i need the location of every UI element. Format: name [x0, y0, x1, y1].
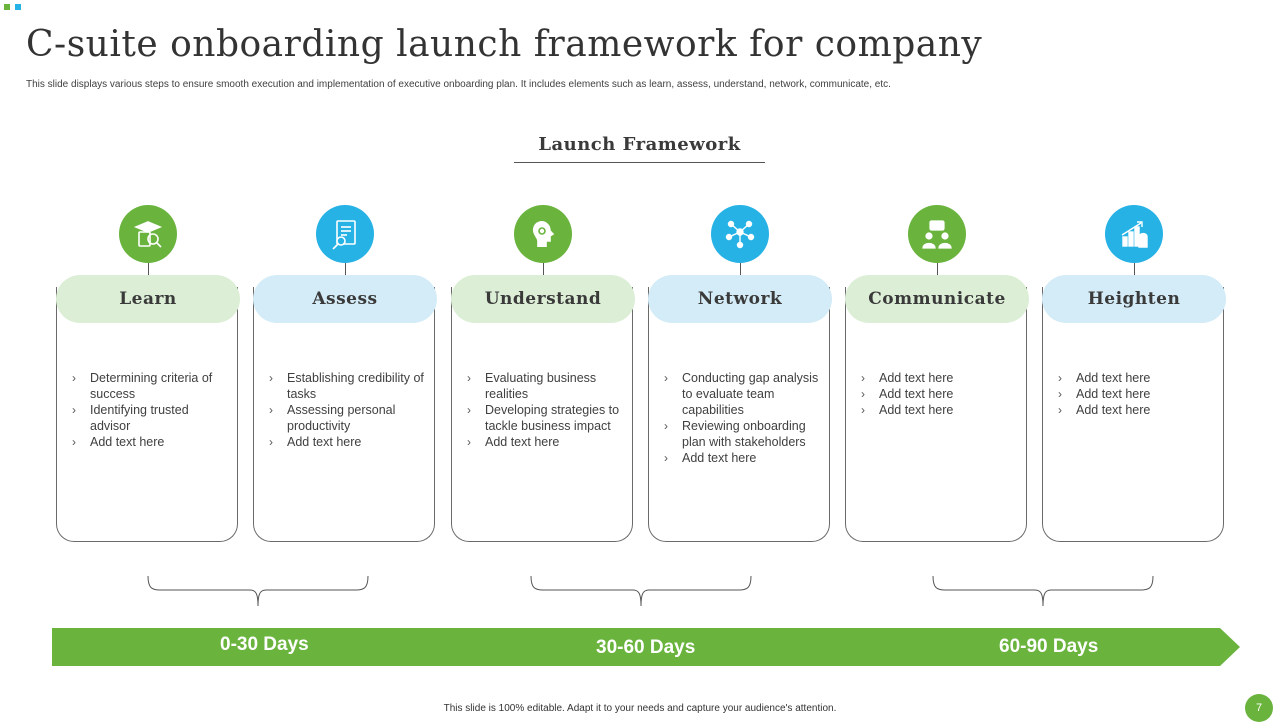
connector-line	[148, 263, 149, 277]
stage-label: Understand	[451, 275, 635, 323]
hand-growth-chart-icon	[1105, 205, 1163, 263]
list-item: Add text here	[861, 402, 1019, 418]
stage-assess: Assess Establishing credibility of tasks…	[253, 205, 437, 543]
stage-card	[56, 287, 238, 542]
stage-bullet-list: Add text here Add text here Add text her…	[861, 370, 1019, 418]
list-item: Identifying trusted advisor	[72, 402, 230, 434]
list-item: Add text here	[1058, 402, 1216, 418]
stage-learn: Learn Determining criteria of success Id…	[56, 205, 240, 543]
corner-square-green	[4, 4, 10, 10]
brace-phase-2	[530, 575, 752, 607]
stage-network: Network Conducting gap analysis to evalu…	[648, 205, 832, 543]
head-gears-icon	[514, 205, 572, 263]
slide-title: C-suite onboarding launch framework for …	[26, 24, 983, 65]
graduation-learning-icon	[119, 205, 177, 263]
stage-label: Assess	[253, 275, 437, 323]
stage-bullet-list: Establishing credibility of tasks Assess…	[269, 370, 427, 450]
stage-card	[648, 287, 830, 542]
stage-bullet-list: Conducting gap analysis to evaluate team…	[664, 370, 822, 466]
document-magnifier-icon	[316, 205, 374, 263]
stage-bullet-list: Evaluating business realities Developing…	[467, 370, 625, 450]
connector-line	[740, 263, 741, 277]
slide-subtitle: This slide displays various steps to ens…	[26, 79, 891, 90]
list-item: Determining criteria of success	[72, 370, 230, 402]
list-item: Add text here	[1058, 370, 1216, 386]
framework-heading-underline	[514, 162, 765, 163]
brace-phase-3	[932, 575, 1154, 607]
stage-label: Network	[648, 275, 832, 323]
connector-line	[543, 263, 544, 277]
list-item: Establishing credibility of tasks	[269, 370, 427, 402]
stage-label: Heighten	[1042, 275, 1226, 323]
stage-communicate: Communicate Add text here Add text here …	[845, 205, 1029, 543]
stage-card	[451, 287, 633, 542]
stage-bullet-list: Add text here Add text here Add text her…	[1058, 370, 1216, 418]
footer-note: This slide is 100% editable. Adapt it to…	[443, 703, 837, 714]
stage-label: Learn	[56, 275, 240, 323]
timeline-arrow	[52, 628, 1240, 666]
timeline-label-0-30: 0-30 Days	[220, 634, 309, 655]
list-item: Add text here	[664, 450, 822, 466]
list-item: Reviewing onboarding plan with stakehold…	[664, 418, 822, 450]
stage-card	[845, 287, 1027, 542]
timeline-label-30-60: 30-60 Days	[596, 637, 696, 658]
stage-card	[1042, 287, 1224, 542]
list-item: Evaluating business realities	[467, 370, 625, 402]
list-item: Developing strategies to tackle business…	[467, 402, 625, 434]
people-chat-icon	[908, 205, 966, 263]
list-item: Add text here	[1058, 386, 1216, 402]
stage-understand: Understand Evaluating business realities…	[451, 205, 635, 543]
list-item: Add text here	[861, 370, 1019, 386]
timeline-label-60-90: 60-90 Days	[999, 636, 1099, 657]
stage-card	[253, 287, 435, 542]
stage-label: Communicate	[845, 275, 1029, 323]
corner-square-blue	[15, 4, 21, 10]
list-item: Add text here	[269, 434, 427, 450]
page-number-badge: 7	[1245, 694, 1273, 722]
brace-phase-1	[147, 575, 369, 607]
list-item: Add text here	[72, 434, 230, 450]
connector-line	[1134, 263, 1135, 277]
list-item: Add text here	[467, 434, 625, 450]
framework-heading: Launch Framework	[538, 134, 741, 155]
connector-line	[937, 263, 938, 277]
stage-bullet-list: Determining criteria of success Identify…	[72, 370, 230, 450]
stage-heighten: Heighten Add text here Add text here Add…	[1042, 205, 1226, 543]
people-network-icon	[711, 205, 769, 263]
connector-line	[345, 263, 346, 277]
list-item: Add text here	[861, 386, 1019, 402]
list-item: Conducting gap analysis to evaluate team…	[664, 370, 822, 418]
list-item: Assessing personal productivity	[269, 402, 427, 434]
